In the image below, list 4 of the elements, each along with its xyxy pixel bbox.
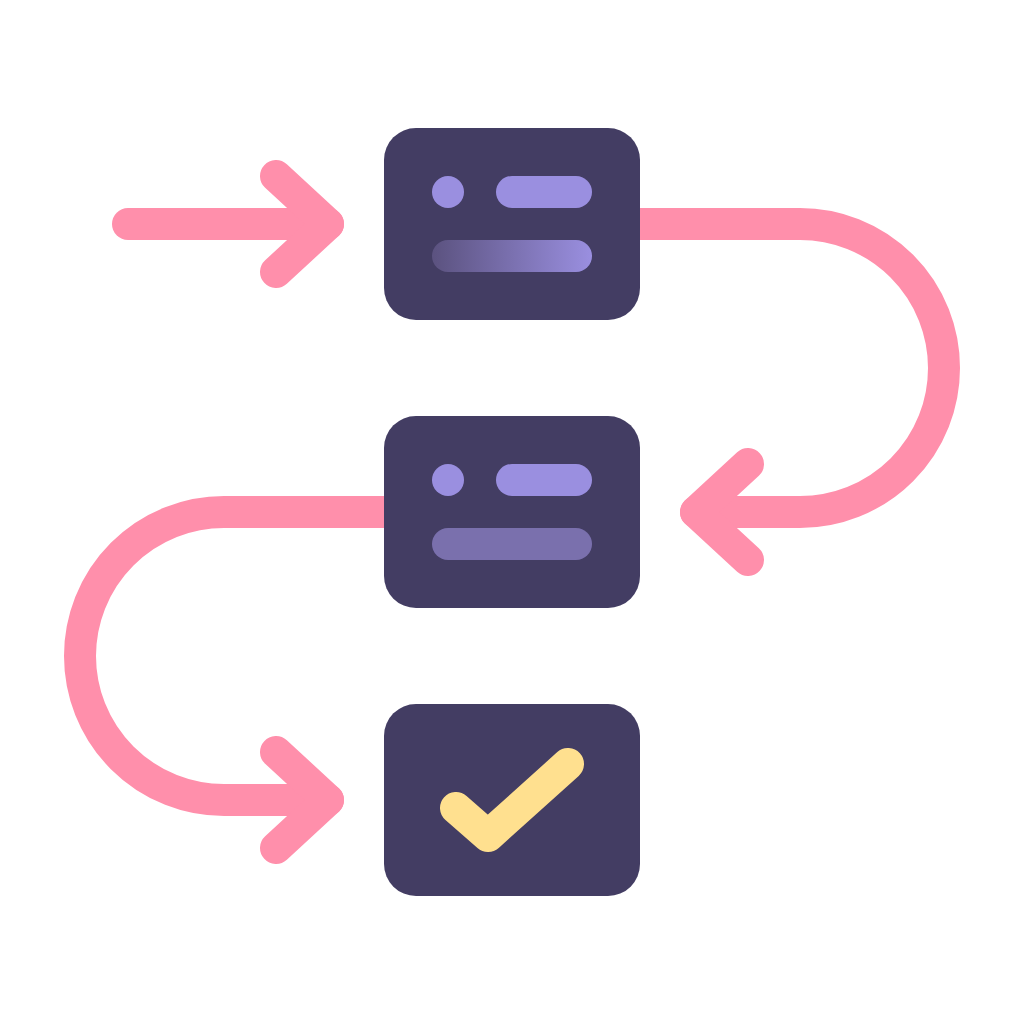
card: [384, 416, 640, 608]
arrow: [112, 160, 344, 288]
card: [384, 704, 640, 896]
card: [384, 128, 640, 320]
